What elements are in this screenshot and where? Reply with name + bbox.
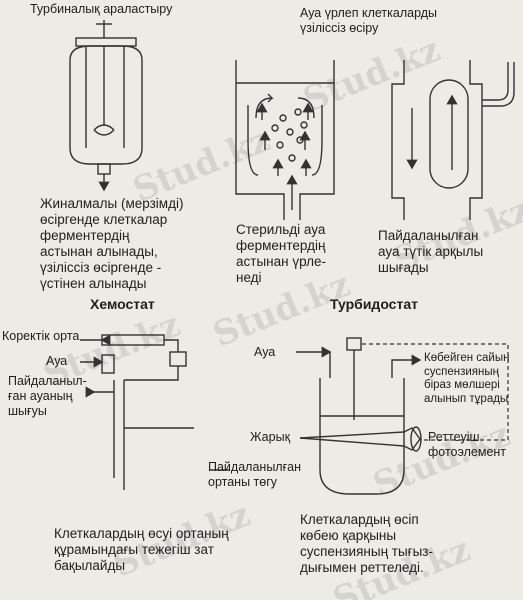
label-air-growth-line: Ауа үрлеп клеткаларды [300,6,438,20]
label-chemo-exhaust-line: Пайдаланыл- [8,374,87,388]
airlift-fermenter [235,60,335,220]
label-photoelement-line: Реттеуіш [428,430,480,444]
label-batch-note: Жиналмалы (мерзімді) өсіргенде клеткалар… [40,196,183,292]
label-batch-line: ферментердің [40,227,130,243]
turbidostat [296,337,422,495]
label-used-medium: Пайдаланылған ортаны төгу [208,460,301,490]
label-removal-line: біраз мөлшері [424,379,500,392]
label-air-growth-line: үзіліссіз өсіру [300,20,379,35]
label-sterile-line: ферментердің [236,237,326,253]
label-turbi-caption: Клеткалардың өсіп көбею қарқыны суспензи… [300,512,433,576]
label-turbine-mixing: Турбиналық араластыру [30,2,173,16]
label-sterile-air: Стерильді ауа ферментердің астынан үрле-… [236,222,326,286]
label-photoelement: Реттеуіш фотоэлемент [428,430,506,460]
label-removal: Көбейген сайын суспензияның біраз мөлшер… [424,352,509,406]
label-batch-line: астынан алынады, [40,243,158,259]
label-turbi-caption-line: суспензияның тығыз- [300,543,433,559]
chemostat-title: Хемостат [90,296,155,312]
label-chemo-caption-line: бақылайды [54,557,126,573]
label-sterile-line: Стерильді ауа [236,222,326,237]
label-exhaust-air: Пайдаланылған ауа түтік арқылы шығады [378,228,483,276]
label-sterile-line: астынан үрле- [236,253,326,269]
turbine-fermenter [69,20,143,192]
chemostat [80,334,230,490]
label-sterile-line: неді [236,269,262,285]
label-turbi-caption-line: Клеткалардың өсіп [300,512,419,527]
label-removal-line: суспензияның [424,365,499,378]
label-batch-line: үстінен алынады [40,275,147,291]
label-used-medium-line: Пайдаланылған [208,460,302,474]
label-chemo-exhaust-line: шығуы [8,403,47,418]
label-batch-line: үзіліссіз өсіргенде - [40,259,162,275]
airlift-loop-fermenter [391,60,515,220]
label-air-growth: Ауа үрлеп клеткаларды үзіліссіз өсіру [300,6,437,36]
label-chemo-exhaust-line: ған ауаның [8,388,73,403]
label-chemo-caption-line: құрамындағы тежегіш зат [54,541,214,557]
label-batch-line: өсіргенде клеткалар [40,211,168,227]
label-batch-line: Жиналмалы (мерзімді) [40,196,184,211]
label-removal-line: алынып тұрады [424,392,509,405]
turbidostat-title: Турбидостат [330,296,418,312]
label-used-medium-line: ортаны төгу [208,474,278,489]
label-exhaust-line: шығады [378,259,429,275]
label-turbi-caption-line: дығымен реттеледі. [300,559,424,575]
label-chemo-caption: Клеткалардың өсуі ортаның құрамындағы те… [54,526,229,574]
label-exhaust-line: Пайдаланылған [378,228,479,243]
label-light: Жарық [250,430,291,444]
label-removal-line: Көбейген сайын [424,352,510,364]
control-loop-line [362,343,509,441]
label-chemo-exhaust: Пайдаланыл- ған ауаның шығуы [8,374,87,418]
label-photoelement-line: фотоэлемент [428,444,507,459]
label-turbi-caption-line: көбею қарқыны [300,527,397,543]
label-turbi-air: Ауа [254,345,276,359]
label-chemo-air: Ауа [46,354,68,368]
label-corrective-medium: Коректік орта [2,329,80,343]
label-chemo-caption-line: Клеткалардың өсуі ортаның [54,526,229,541]
label-exhaust-line: ауа түтік арқылы [378,243,484,259]
